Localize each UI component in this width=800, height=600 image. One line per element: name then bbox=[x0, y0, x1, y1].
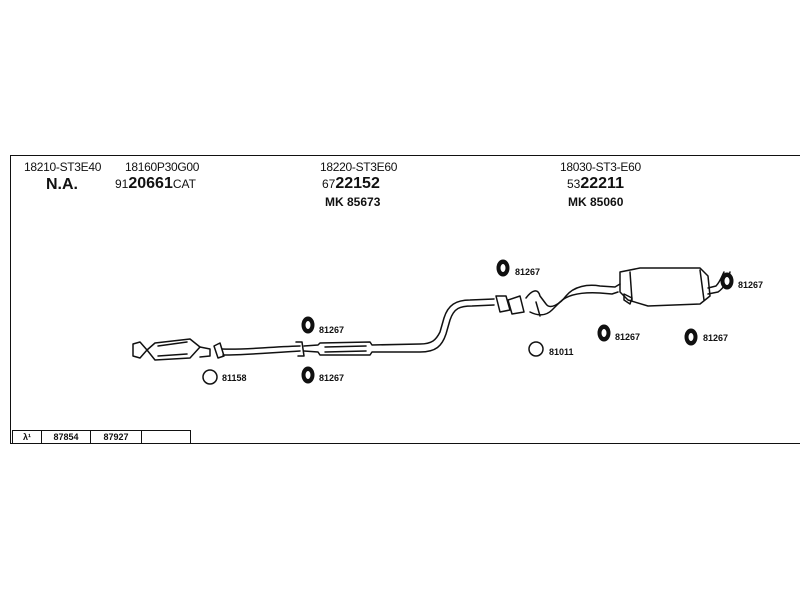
hanger-f bbox=[720, 272, 734, 290]
joint-flange bbox=[495, 295, 525, 315]
seal-ring-front bbox=[202, 369, 218, 385]
lambda-sensor-2: 87927 bbox=[90, 430, 142, 444]
oe-number-rear-silencer: 18030-ST3-E60 bbox=[560, 160, 641, 174]
ref-catalyst-suffix: CAT bbox=[172, 177, 196, 191]
hanger-b bbox=[301, 366, 315, 384]
catalytic-converter bbox=[132, 338, 211, 361]
hanger-c bbox=[496, 259, 510, 277]
label-81011: 81011 bbox=[549, 347, 574, 357]
top-rule bbox=[10, 155, 800, 156]
label-81267-d: 81267 bbox=[615, 332, 641, 342]
lambda-symbol: λ¹ bbox=[12, 430, 42, 444]
ref-middle-silencer: 6722152 bbox=[322, 175, 380, 193]
hanger-e bbox=[684, 328, 698, 346]
hanger-d bbox=[597, 324, 611, 342]
oe-number-catalyst: 18160P30G00 bbox=[125, 160, 200, 174]
ref-catalyst-number: 20661 bbox=[128, 175, 173, 192]
seal-ring-rear bbox=[528, 341, 544, 357]
hanger-a bbox=[301, 316, 315, 334]
lambda-sensor-1: 87854 bbox=[41, 430, 91, 444]
mk-rear-silencer: MK 85060 bbox=[568, 195, 624, 209]
mk-middle-silencer: MK 85673 bbox=[325, 195, 381, 209]
rear-pipe-and-silencer bbox=[525, 267, 731, 317]
middle-pipe-and-silencer bbox=[303, 298, 495, 356]
ref-catalyst: 9120661CAT bbox=[115, 175, 196, 193]
oe-number-middle-silencer: 18220-ST3E60 bbox=[320, 160, 398, 174]
label-81267-a: 81267 bbox=[319, 325, 345, 335]
ref-rear-number: 22211 bbox=[580, 175, 624, 192]
left-rule bbox=[10, 155, 11, 444]
bottom-rule bbox=[10, 443, 800, 444]
label-81267-b: 81267 bbox=[319, 373, 345, 383]
label-81267-f: 81267 bbox=[738, 280, 764, 290]
ref-rear-silencer: 5322211 bbox=[567, 175, 624, 193]
label-81267-e: 81267 bbox=[703, 333, 729, 343]
lambda-sensor-table: λ¹ 87854 87927 bbox=[12, 430, 191, 444]
front-pipe bbox=[213, 341, 305, 359]
label-81158: 81158 bbox=[222, 373, 247, 383]
oe-number-catalytic-front: 18210-ST3E40 bbox=[24, 160, 102, 174]
ref-rear-prefix: 53 bbox=[567, 177, 581, 191]
ref-catalyst-prefix: 91 bbox=[115, 177, 129, 191]
ref-middle-number: 22152 bbox=[335, 175, 380, 192]
label-81267-c: 81267 bbox=[515, 267, 541, 277]
lambda-sensor-3 bbox=[141, 430, 191, 444]
status-not-available: N.A. bbox=[46, 176, 78, 193]
ref-middle-prefix: 67 bbox=[322, 177, 336, 191]
